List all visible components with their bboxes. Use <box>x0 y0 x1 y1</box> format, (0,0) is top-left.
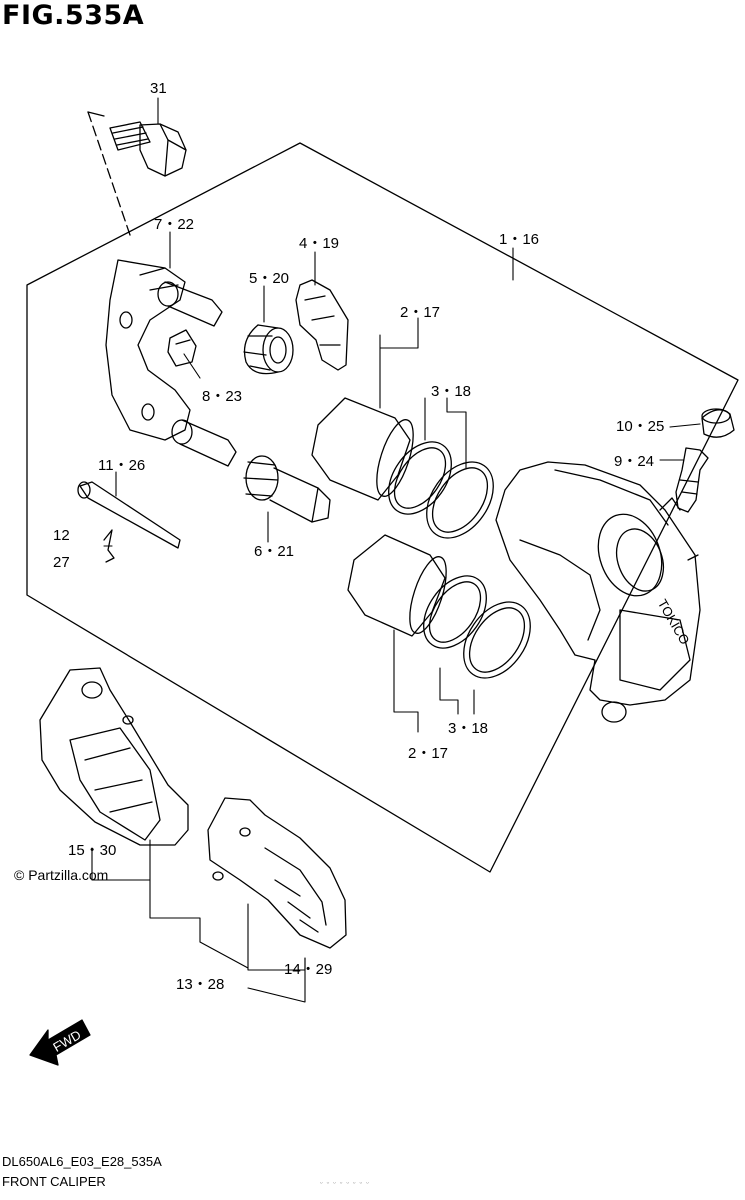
callout-12: 12 <box>53 527 70 544</box>
callout-2-17-lower: 2・17 <box>408 745 448 762</box>
bolt-31-dashed-guide <box>87 111 131 236</box>
caliper-assembly-outline <box>26 142 739 873</box>
callout-6-21: 6・21 <box>254 543 294 560</box>
pin-clip <box>103 529 115 563</box>
bolt-31 <box>109 121 187 177</box>
bleeder-cap <box>701 408 735 438</box>
pin-boot-upper <box>243 324 294 375</box>
callout-9-24: 9・24 <box>614 453 654 470</box>
pad-spring <box>295 279 349 371</box>
footer-faint-text: ᵕ ᵕ ᵕ ᵕ ᵕ ᵕ ᵕ ᵕ <box>320 1180 370 1187</box>
callout-5-20: 5・20 <box>249 270 289 287</box>
figure-title: FIG.535A <box>2 0 145 31</box>
caliper-bracket <box>105 259 237 467</box>
brake-pad-shim <box>207 797 347 949</box>
callout-13-28: 13・28 <box>176 976 224 993</box>
callout-2-17-upper: 2・17 <box>400 304 440 321</box>
caliper-brand-mark: TOKICO <box>655 597 693 647</box>
callout-4-19: 4・19 <box>299 235 339 252</box>
callout-15-30: 15・30 <box>68 842 116 859</box>
watermark: © Partzilla.com <box>14 867 108 883</box>
callout-3-18-upper: 3・18 <box>431 383 471 400</box>
callout-11-26: 11・26 <box>98 457 145 474</box>
callout-1-16: 1・16 <box>499 231 539 248</box>
long-pin <box>77 481 181 549</box>
callout-8-23: 8・23 <box>202 388 242 405</box>
diagram-code: DL650AL6_E03_E28_535A <box>2 1154 162 1169</box>
diagram-name: FRONT CALIPER <box>2 1174 106 1189</box>
piston-lower <box>347 534 447 637</box>
callout-31: 31 <box>150 80 167 97</box>
callout-7-22: 7・22 <box>154 216 194 233</box>
callout-27: 27 <box>53 554 70 571</box>
fwd-arrow-icon <box>29 1019 91 1066</box>
piston-seal-upper <box>388 441 494 539</box>
brake-pad-set-inner <box>39 667 189 846</box>
caliper-body <box>495 461 701 723</box>
callout-10-25: 10・25 <box>616 418 664 435</box>
leader-lines <box>91 97 701 1003</box>
callout-3-18-lower: 3・18 <box>448 720 488 737</box>
slide-pin-lower <box>243 455 331 523</box>
piston-seal-lower <box>423 575 531 679</box>
bleeder-screw <box>675 447 709 513</box>
callout-14-29: 14・29 <box>284 961 332 978</box>
piston-upper <box>311 397 414 501</box>
bolt-31-guide-tick <box>87 111 105 117</box>
